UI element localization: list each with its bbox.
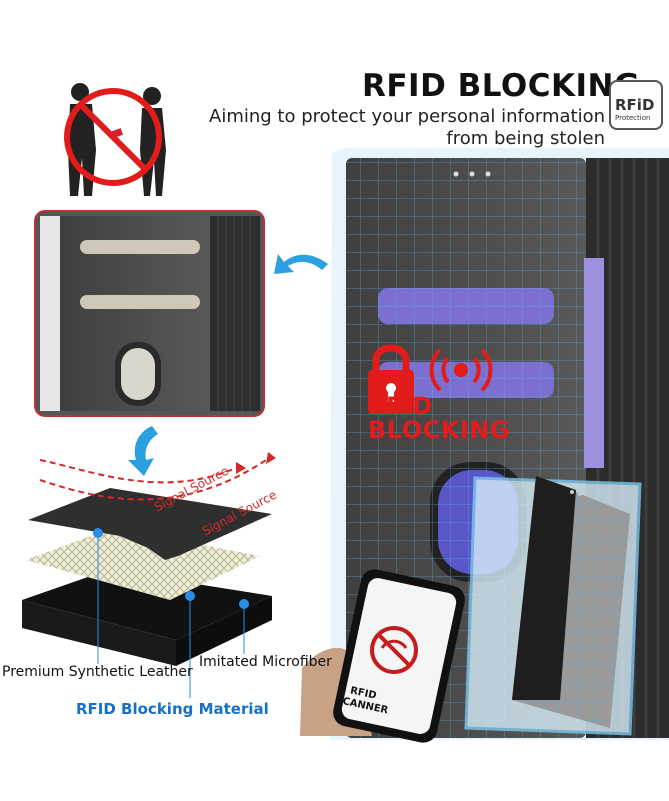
- leather-layer-label: Premium Synthetic Leather: [2, 664, 193, 680]
- material-layers: [22, 452, 276, 698]
- lock-icon: [368, 344, 414, 414]
- badge-text: RFiD: [615, 96, 655, 114]
- overlay-blocking-text: BLOCKING: [368, 416, 511, 444]
- subtitle-line-1: Aiming to protect your personal informat…: [209, 106, 605, 127]
- signal-waves-icon: [429, 348, 493, 392]
- card-slot-closeup: [34, 210, 265, 417]
- rfid-layer-label: RFID Blocking Material: [76, 700, 269, 718]
- badge-caption: Protection: [615, 114, 651, 122]
- subtitle-line-2: from being stolen: [446, 128, 605, 149]
- headline: RFID BLOCKING: [362, 68, 640, 104]
- arrow-down-icon: [128, 426, 158, 476]
- overlay-rfid-text: RFID: [367, 392, 433, 420]
- thief-illustration: [64, 83, 166, 196]
- microfiber-layer-label: Imitated Microfiber: [199, 654, 332, 670]
- arrow-left-icon: [274, 254, 328, 274]
- wallet-closed: [464, 476, 642, 736]
- phone-scanner: [300, 569, 465, 743]
- rfid-protection-badge: RFiD Protection: [609, 80, 663, 130]
